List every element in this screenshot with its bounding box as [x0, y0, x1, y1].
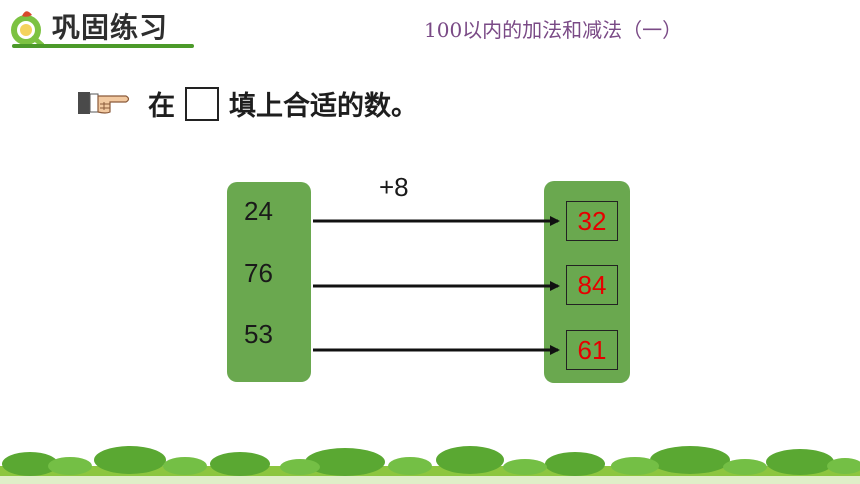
page-title: 巩固练习: [52, 11, 169, 44]
leaf-q-logo-icon: [11, 11, 44, 46]
input-number-2: 76: [244, 258, 273, 288]
input-number-1: 24: [244, 196, 273, 226]
input-number-3: 53: [244, 319, 273, 349]
input-panel: [227, 182, 311, 382]
lesson-subtitle: 100以内的加法和减法（一）: [424, 18, 683, 42]
instruction-text: 在 填上合适的数。: [148, 84, 418, 123]
title-underline: [12, 44, 194, 48]
instruction-suffix: 填上合适的数。: [229, 91, 418, 122]
answer-box-1: 32: [566, 201, 618, 241]
grass-border: [0, 446, 860, 484]
answer-box-3: 61: [566, 330, 618, 370]
instruction-prefix: 在: [148, 91, 175, 122]
blank-box-icon: [185, 86, 219, 121]
operation-label: +8: [379, 172, 409, 202]
answer-box-2: 84: [566, 265, 618, 305]
pointing-hand-icon: [78, 92, 130, 114]
